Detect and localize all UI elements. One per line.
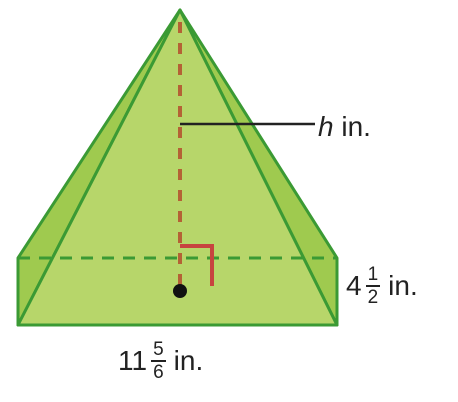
prism-front-face bbox=[16, 8, 339, 327]
base-fraction-numerator: 5 bbox=[151, 339, 166, 362]
base-fraction-denominator: 6 bbox=[153, 362, 164, 383]
base-fraction: 5 6 bbox=[151, 340, 166, 382]
height-label: h in. bbox=[318, 113, 371, 141]
depth-unit: in. bbox=[388, 270, 418, 301]
depth-fraction: 1 2 bbox=[365, 264, 381, 308]
base-unit: in. bbox=[173, 345, 204, 376]
right-angle-marker bbox=[180, 244, 214, 286]
depth-fraction-denominator: 2 bbox=[367, 287, 379, 308]
base-whole-number: 11 bbox=[118, 345, 148, 376]
depth-label: 4 1 2 in. bbox=[346, 265, 418, 307]
depth-fraction-numerator: 1 bbox=[365, 264, 381, 287]
height-unit: in. bbox=[341, 111, 371, 142]
height-variable: h bbox=[318, 111, 334, 142]
depth-whole-number: 4 bbox=[346, 270, 362, 301]
height-foot-point bbox=[173, 284, 187, 298]
base-label: 11 5 6 in. bbox=[118, 340, 203, 382]
